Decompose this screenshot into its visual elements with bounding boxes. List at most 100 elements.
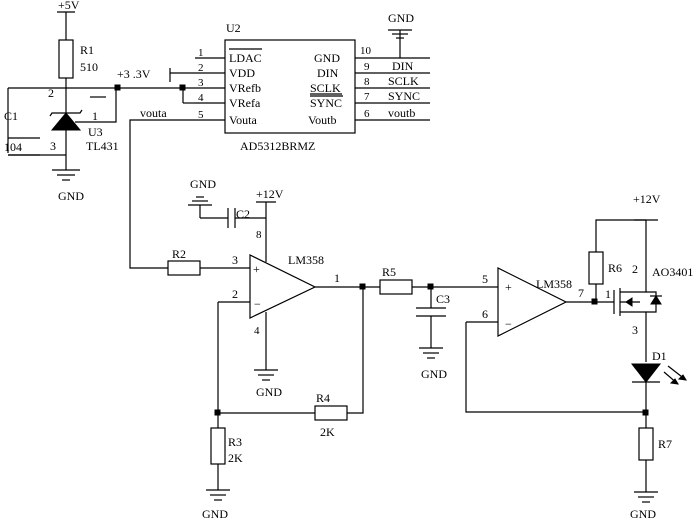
tl431-cathode-bar — [49, 109, 83, 117]
pin-name: Voutа — [229, 113, 257, 127]
pin-num: 8 — [364, 76, 370, 88]
pin-num: 1 — [334, 271, 340, 285]
pin-num: 4 — [198, 92, 204, 104]
ad5312-body — [224, 39, 356, 134]
pin-name: VDD — [229, 66, 255, 80]
pin-num: 1 — [605, 287, 611, 301]
r3-value: 2K — [228, 451, 243, 465]
driver-section: +12V R6 AO3401 2 1 3 D1 R7 — [588, 192, 693, 521]
opamp2-section: R5 5 C3 GND + − LM358 6 7 — [379, 265, 649, 416]
net-vouta: vouta — [140, 106, 167, 120]
pin-num: 10 — [360, 45, 372, 57]
c2-ref: C2 — [236, 207, 250, 221]
r5-resistor — [379, 279, 413, 295]
c1-ref: C1 — [4, 109, 18, 123]
r7-ref: R7 — [658, 437, 672, 451]
plus-sign: + — [505, 280, 512, 294]
gnd-label: GND — [388, 11, 414, 25]
r2-resistor — [167, 260, 201, 276]
p5v-label: +5V — [58, 0, 80, 12]
pin-num: 3 — [232, 253, 238, 267]
gnd-label: GND — [421, 367, 447, 381]
mosfet-arrow — [625, 297, 633, 307]
pin-num: 6 — [364, 108, 370, 120]
d1-led — [630, 363, 662, 383]
opamp2-part: LM358 — [536, 277, 572, 291]
feedback-wire — [465, 322, 646, 413]
r1-value: 510 — [80, 60, 98, 74]
pin-num: 8 — [256, 229, 262, 241]
r1-ref: R1 — [80, 43, 94, 57]
tl431-reference-section: +5V R1 510 2 1 3 U3 TL431 C1 104 GND — [4, 0, 121, 203]
r3-ref: R3 — [228, 435, 242, 449]
pin-num: 6 — [482, 307, 488, 321]
u3-pin1: 1 — [92, 109, 98, 123]
pin-num: 1 — [198, 47, 204, 59]
pin-name: GND — [314, 51, 340, 65]
net-voutb: voutb — [388, 106, 415, 120]
lm358-b-opamp — [497, 267, 568, 337]
pin-num: 7 — [578, 286, 584, 300]
pin-num: 7 — [364, 91, 370, 103]
gnd-label: GND — [202, 507, 228, 521]
pin-name: DIN — [317, 66, 339, 80]
pin-num: 2 — [198, 62, 204, 74]
net-sync: SYNC — [388, 89, 420, 103]
opamp1-section: vouta R2 3 + − LM358 8 +12V C2 GND 4 GND — [129, 106, 380, 521]
p12v-label: +12V — [633, 192, 661, 206]
r2-ref: R2 — [172, 247, 186, 261]
u3-pin3: 3 — [50, 139, 56, 153]
lm358-a-opamp — [249, 254, 317, 319]
u3-part: TL431 — [86, 139, 119, 153]
mosfet-source — [620, 285, 647, 293]
chip-ref: U2 — [226, 21, 241, 35]
junction-dot — [359, 283, 366, 290]
q1-part: AO3401 — [652, 265, 693, 279]
r5-ref: R5 — [382, 265, 396, 279]
pin-num: 2 — [632, 262, 638, 276]
u3-pin2: 2 — [48, 86, 54, 100]
wire — [646, 291, 657, 313]
pin-name-sync: SYNC — [310, 96, 342, 110]
pin-num: 5 — [482, 272, 488, 286]
r7-resistor — [638, 427, 654, 461]
r3-resistor — [210, 427, 226, 465]
net-sclk: SCLK — [388, 74, 419, 88]
mosfet-drain — [620, 311, 647, 318]
pin-name: Voutb — [308, 113, 336, 127]
wire — [595, 219, 646, 252]
c1-value: 104 — [4, 140, 22, 154]
pin-name: VRefb — [229, 81, 261, 95]
pin-num: 4 — [254, 325, 260, 337]
pin-name: VRefa — [229, 96, 261, 110]
r1-resistor — [58, 39, 74, 79]
r4-resistor — [314, 405, 348, 421]
junction-dot — [591, 298, 598, 305]
tl431-ref-wire — [75, 88, 117, 123]
plus-sign: + — [253, 262, 260, 276]
net-din: DIN — [392, 59, 414, 73]
v33-label: +3 .3V — [117, 67, 151, 81]
pin-name-ldac: LDAC — [229, 51, 262, 65]
vouta-wire — [129, 119, 195, 269]
pin-num: 9 — [364, 61, 370, 73]
led-ray-arrow — [677, 374, 687, 381]
gnd-label: GND — [58, 189, 84, 203]
chip-part: AD5312BRMZ — [240, 139, 315, 153]
pin-num: 3 — [198, 77, 204, 89]
gnd-label: GND — [190, 177, 216, 191]
r6-resistor — [588, 251, 604, 285]
c3-ref: C3 — [436, 292, 450, 306]
pin-num: 5 — [198, 109, 204, 121]
pin-num: 3 — [632, 323, 638, 337]
wire — [347, 287, 364, 414]
dac-section: +3 .3V U2 AD5312BRMZ 1 2 3 4 5 LDAC VDD … — [117, 11, 430, 153]
r6-ref: R6 — [608, 261, 622, 275]
led-ray-arrow — [669, 378, 679, 385]
d1-ref: D1 — [652, 349, 667, 363]
opamp1-part: LM358 — [288, 253, 324, 267]
gnd-label: GND — [630, 507, 656, 521]
minus-sign: − — [254, 297, 261, 311]
r4-ref: R4 — [316, 391, 330, 405]
